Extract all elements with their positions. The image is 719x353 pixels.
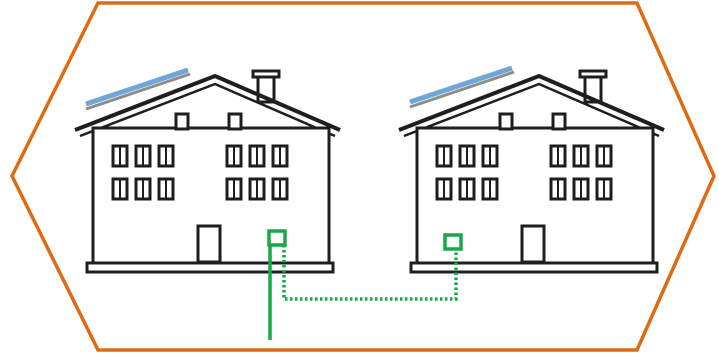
right-building (399, 68, 664, 272)
meter-left (269, 231, 285, 245)
solar-panel-right (410, 68, 514, 107)
ground-left (87, 263, 333, 272)
meter-right (445, 235, 461, 249)
left-building (75, 70, 340, 272)
ground-right (411, 263, 657, 272)
door-right (522, 226, 544, 262)
solar-panel-left (86, 70, 190, 109)
door-left (198, 226, 220, 262)
